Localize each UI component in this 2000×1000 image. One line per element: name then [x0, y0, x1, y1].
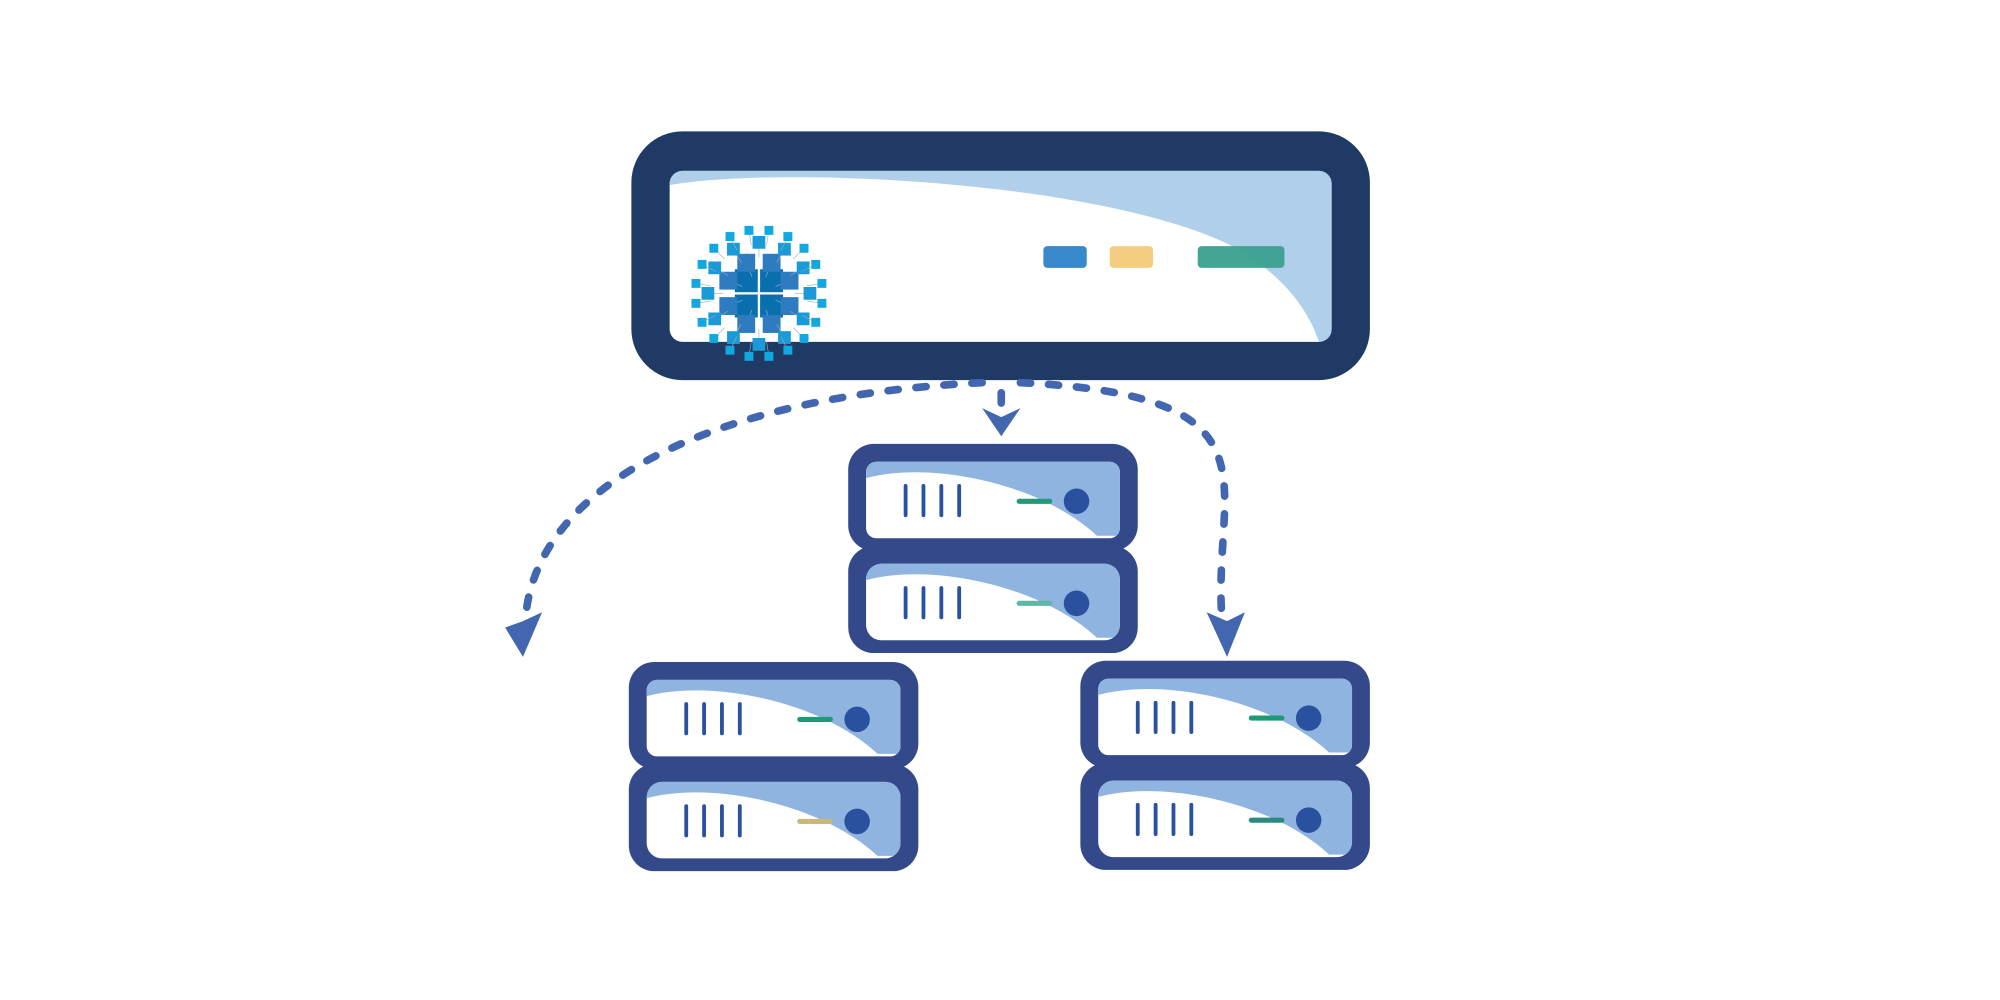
logo-node	[811, 317, 821, 327]
logo-node	[691, 298, 701, 308]
logo-node	[778, 331, 791, 344]
server-unit	[628, 764, 919, 872]
power-button	[844, 808, 870, 835]
logo-node	[796, 312, 810, 326]
logo-node	[799, 333, 809, 343]
server-unit	[1080, 762, 1370, 870]
logo-node	[737, 253, 756, 272]
logo-node	[744, 225, 754, 235]
logo-node	[762, 315, 781, 333]
logo-node	[709, 333, 719, 343]
logo-node	[778, 242, 791, 256]
logo-node	[780, 297, 799, 315]
arrowhead-left	[505, 612, 543, 657]
logo-node	[803, 286, 817, 300]
logo-node	[799, 243, 809, 253]
server-stacks	[628, 443, 1370, 872]
logo-node	[719, 297, 738, 315]
logo-node	[762, 253, 781, 272]
logo-node	[725, 345, 735, 355]
server-stack-right	[1080, 660, 1370, 870]
server-stack-left	[628, 661, 919, 872]
logo-node	[752, 338, 766, 351]
logo-node	[760, 269, 784, 293]
main-server-node	[631, 131, 1370, 381]
logo-node	[737, 315, 756, 333]
server-unit	[848, 443, 1138, 552]
server-swoosh	[866, 563, 1120, 638]
server-unit	[848, 545, 1138, 654]
logo-node	[744, 351, 754, 361]
server-swoosh	[1098, 678, 1353, 753]
logo-node	[734, 269, 758, 293]
arrow-right-path	[1016, 378, 1229, 623]
connection-arrows	[521, 378, 1229, 623]
logo-node	[709, 243, 719, 253]
logo-node	[783, 232, 793, 242]
server-swoosh	[646, 781, 901, 856]
server-stack-center	[848, 443, 1138, 654]
network-globe-icon	[691, 225, 827, 361]
server-swoosh	[866, 461, 1120, 536]
logo-node	[708, 261, 722, 275]
logo-node	[697, 317, 707, 327]
logo-node	[697, 259, 707, 269]
arrowhead-center	[982, 408, 1021, 437]
arrow-left-path	[521, 378, 986, 623]
server-unit	[628, 661, 919, 770]
power-button	[844, 706, 870, 733]
indicator-yellow	[1109, 246, 1154, 268]
logo-node	[817, 298, 827, 308]
arrowhead-right	[1206, 612, 1245, 657]
logo-node	[764, 351, 774, 361]
logo-node	[734, 294, 758, 318]
logo-node	[727, 242, 740, 256]
logo-node	[725, 232, 735, 242]
logo-node	[811, 259, 821, 269]
logo-node	[752, 235, 766, 249]
logo-node	[780, 271, 799, 290]
power-button	[1295, 705, 1322, 731]
server-unit	[1080, 660, 1370, 768]
logo-node	[817, 278, 827, 288]
indicator-blue	[1043, 246, 1087, 268]
power-button	[1063, 488, 1090, 515]
logo-node	[691, 278, 701, 288]
power-button	[1063, 590, 1090, 617]
logo-node	[783, 345, 793, 355]
main-server-swoosh	[669, 170, 1332, 342]
logo-node	[701, 286, 715, 300]
logo-node	[708, 312, 722, 326]
logo-node	[719, 271, 738, 290]
server-swoosh	[646, 679, 901, 754]
power-button	[1295, 807, 1322, 833]
logo-node	[796, 261, 810, 275]
logo-node	[760, 294, 784, 318]
logo-node	[727, 331, 740, 344]
indicator-green	[1197, 246, 1285, 268]
logo-node	[764, 225, 774, 235]
server-swoosh	[1098, 780, 1353, 855]
